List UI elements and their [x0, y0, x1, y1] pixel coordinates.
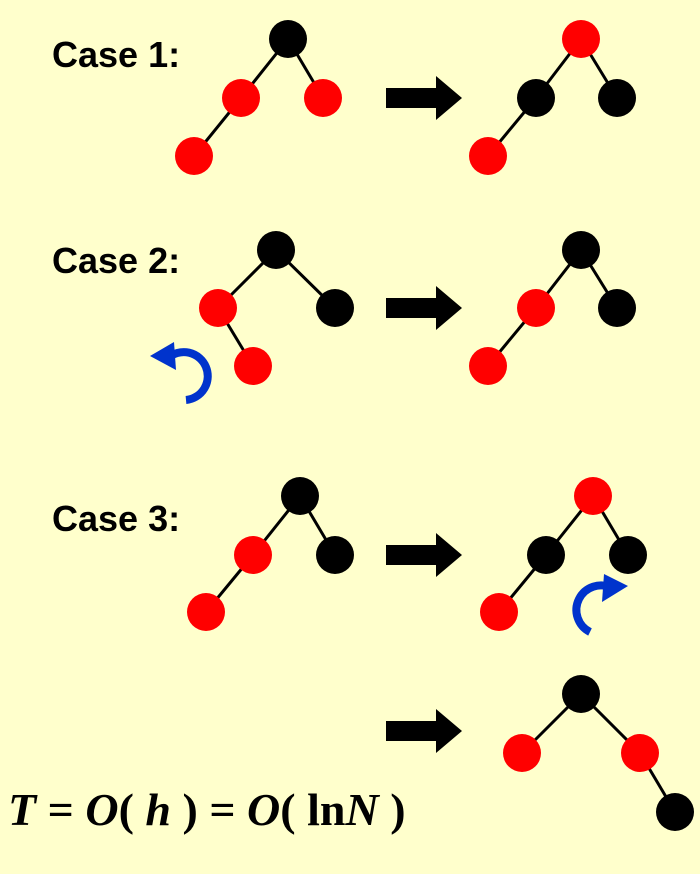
formula-T: T: [8, 784, 37, 835]
case3-transition-arrow: [386, 533, 462, 577]
case3-result-tree: [503, 675, 694, 831]
case1-after-tree: [469, 20, 636, 175]
red-node: [469, 137, 507, 175]
formula-O: O: [85, 784, 119, 835]
complexity-formula: T = O( h ) = O( lnN ): [8, 787, 406, 833]
red-node: [199, 289, 237, 327]
case2-transition-arrow: [386, 286, 462, 330]
black-node: [316, 289, 354, 327]
formula-h: h: [145, 784, 171, 835]
black-node: [609, 536, 647, 574]
case2-before-tree: [199, 231, 354, 385]
red-node: [503, 734, 541, 772]
black-node: [316, 536, 354, 574]
formula-N: N: [345, 784, 379, 835]
black-node: [517, 79, 555, 117]
case2-label: Case 2:: [52, 240, 181, 281]
formula-O: O: [247, 784, 281, 835]
red-node: [517, 289, 555, 327]
case3-label: Case 3:: [52, 498, 181, 539]
black-node: [656, 793, 694, 831]
case1-label: Case 1:: [52, 34, 181, 75]
formula-paren-close: ): [170, 784, 198, 835]
red-node: [621, 734, 659, 772]
rotation-arrowhead: [150, 342, 176, 370]
black-node: [562, 675, 600, 713]
clockwise-rotation-icon: [572, 581, 614, 636]
rotation-arrowhead: [602, 574, 628, 602]
red-node: [175, 137, 213, 175]
case3-after-tree: [480, 477, 647, 631]
formula-paren-open: (: [280, 784, 308, 835]
formula-equals: =: [197, 784, 248, 835]
formula-ln: ln: [307, 784, 346, 835]
case3-before-tree: [187, 477, 354, 631]
red-node: [562, 20, 600, 58]
red-node: [187, 593, 225, 631]
red-node: [234, 347, 272, 385]
transition-arrow-shape: [386, 286, 462, 330]
black-node: [598, 289, 636, 327]
black-node: [281, 477, 319, 515]
case2-rotation-arrow-icon: [150, 342, 212, 404]
case2-after-tree: [469, 231, 636, 385]
counter-clockwise-rotation-icon: [165, 348, 212, 404]
black-node: [269, 20, 307, 58]
formula-paren-close: ): [378, 784, 406, 835]
case1-transition-arrow: [386, 76, 462, 120]
red-node: [469, 347, 507, 385]
transition-arrow-shape: [386, 533, 462, 577]
red-node: [304, 79, 342, 117]
formula-equals: =: [36, 784, 86, 835]
black-node: [527, 536, 565, 574]
transition-arrow-shape: [386, 709, 462, 753]
red-node: [480, 593, 518, 631]
black-node: [562, 231, 600, 269]
case3-rotation-arrow-icon: [572, 574, 628, 636]
transition-arrow-shape: [386, 76, 462, 120]
black-node: [257, 231, 295, 269]
black-node: [598, 79, 636, 117]
formula-paren-open: (: [118, 784, 146, 835]
case1-before-tree: [175, 20, 342, 175]
red-node: [234, 536, 272, 574]
red-node: [574, 477, 612, 515]
red-node: [222, 79, 260, 117]
case3-result-transition-arrow: [386, 709, 462, 753]
